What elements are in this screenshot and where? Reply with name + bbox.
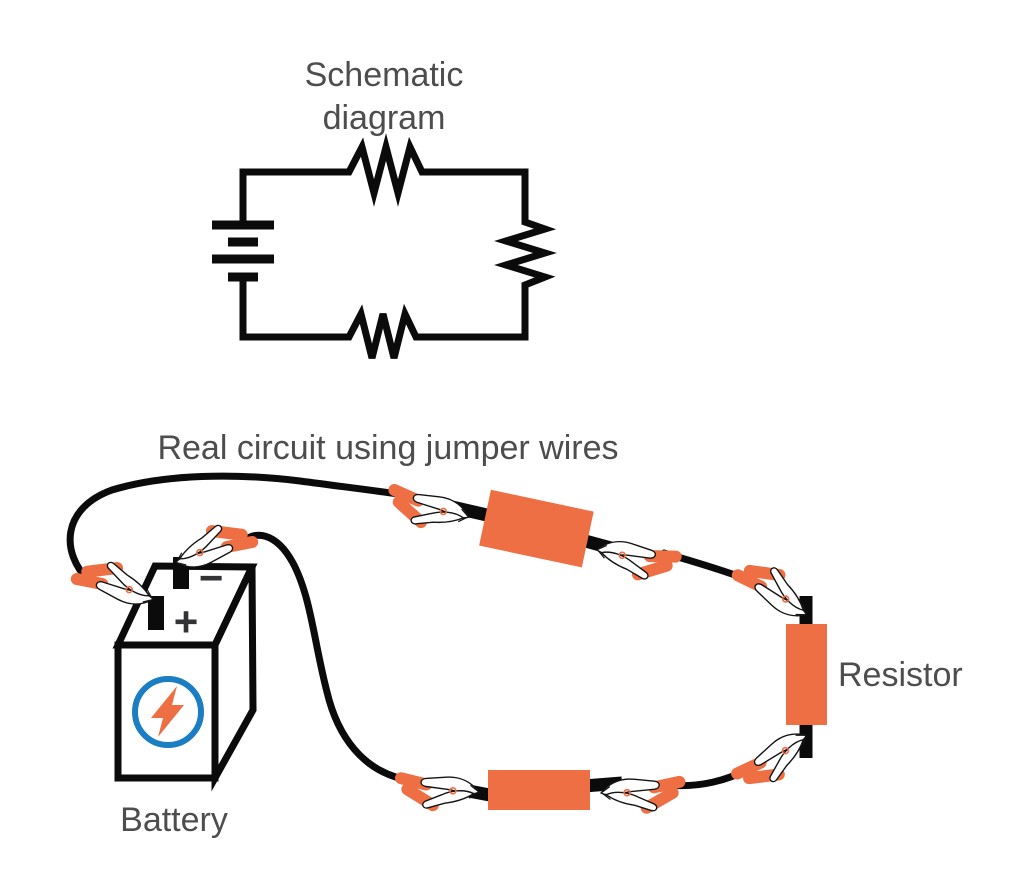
resistor-body <box>479 489 594 568</box>
battery-positive-terminal <box>148 596 164 630</box>
real-circuit-figure: Real circuit using jumper wires Resistor <box>66 429 963 839</box>
schematic-title-line1: Schematic <box>305 56 464 94</box>
schematic-circuit-loop <box>239 133 557 359</box>
battery-label: Battery <box>120 801 228 839</box>
schematic-battery-symbol <box>212 220 274 282</box>
real-circuit-title: Real circuit using jumper wires <box>157 429 618 467</box>
alligator-clip-top-resistor-right <box>591 535 685 591</box>
alligator-clip-bottom-resistor-left <box>390 769 481 818</box>
jumper-wire-top-arc <box>66 472 409 585</box>
resistor-body <box>786 624 827 725</box>
alligator-clip-top-resistor-left <box>378 480 474 543</box>
battery-plus-sign: + <box>174 598 199 645</box>
schematic-diagram-figure: Schematic diagram <box>212 56 557 359</box>
jumper-wire-s-curve <box>236 531 417 785</box>
lightning-bolt-icon <box>132 676 204 748</box>
real-resistor-bottom <box>456 770 623 810</box>
resistor-label: Resistor <box>838 656 963 694</box>
schematic-title-line2: diagram <box>323 99 446 137</box>
alligator-clip-right-resistor-bottom <box>726 722 822 805</box>
resistor-body <box>488 770 590 810</box>
real-resistor-top <box>450 489 624 568</box>
